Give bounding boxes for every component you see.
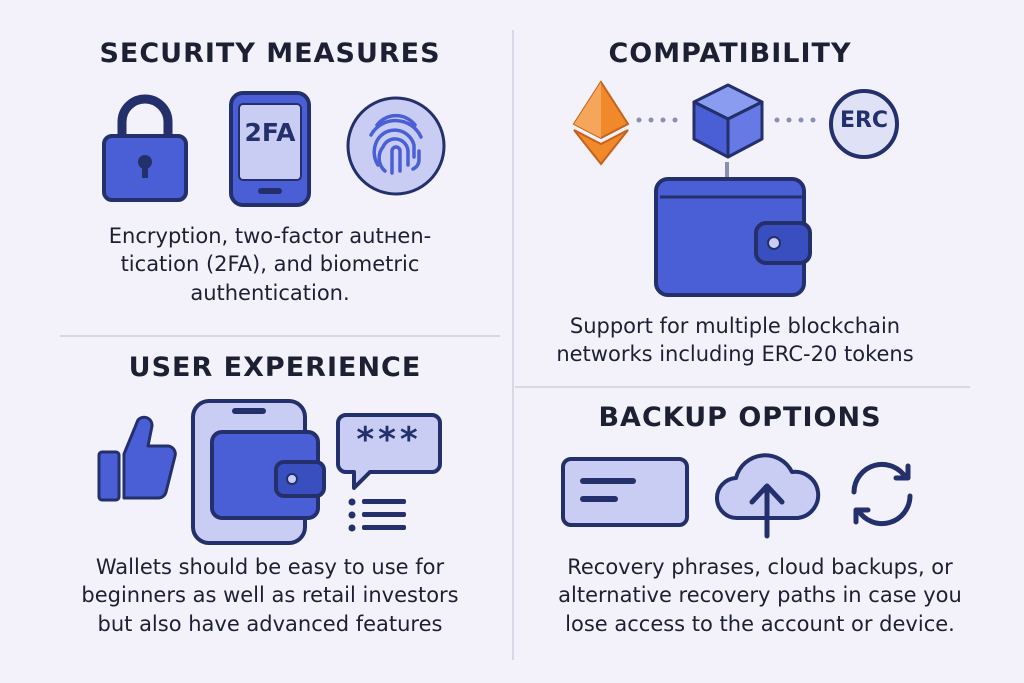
2fa-label: 2FA bbox=[244, 118, 296, 147]
cloud-upload-icon bbox=[714, 453, 821, 539]
fingerprint-icon bbox=[346, 96, 446, 196]
password-chat-label: *** bbox=[356, 420, 422, 460]
backup-options-heading: BACKUP OPTIONS bbox=[598, 402, 882, 433]
vertical-divider bbox=[512, 30, 514, 660]
phone-wallet-icon bbox=[191, 399, 326, 545]
sync-arrows-icon bbox=[851, 461, 913, 527]
security-desc-line-1: Encryption, two-factor autнеn- bbox=[108, 224, 432, 248]
list-icon bbox=[348, 498, 406, 532]
compatibility-desc-line-2: networks including ERC-20 tokens bbox=[556, 342, 914, 367]
compatibility-description: Support for multiple blockchain networks… bbox=[525, 312, 945, 369]
erc-label: ERC bbox=[839, 108, 889, 133]
backup-desc-line-3: lose access to the account or device. bbox=[565, 611, 955, 636]
connector-dots-1 bbox=[636, 117, 678, 123]
ethereum-icon bbox=[572, 80, 630, 166]
password-chat-icon bbox=[336, 413, 442, 490]
blockchain-cube-icon bbox=[692, 83, 764, 159]
user-experience-description: Wallets should be easy to use for beginn… bbox=[50, 553, 490, 638]
right-horizontal-divider bbox=[515, 386, 970, 388]
backup-desc-line-2: alternative recovery paths in case you bbox=[558, 583, 962, 608]
left-horizontal-divider bbox=[60, 335, 500, 337]
connector-dots-2 bbox=[774, 117, 816, 123]
ux-desc-line-2: beginners as well as retail investors bbox=[81, 583, 459, 608]
compatibility-desc-line-1: Support for multiple blockchain bbox=[569, 314, 901, 338]
ux-desc-line-3: but also have advanced features bbox=[97, 611, 443, 636]
security-desc-line-3: authentication. bbox=[190, 280, 350, 305]
wallet-connector bbox=[725, 162, 729, 178]
user-experience-heading: USER EXPERIENCE bbox=[128, 352, 422, 383]
padlock-icon bbox=[102, 94, 188, 202]
ux-desc-line-1: Wallets should be easy to use for bbox=[95, 555, 445, 579]
thumbs-up-icon bbox=[97, 415, 177, 502]
2fa-phone-icon bbox=[229, 91, 311, 207]
wallet-icon bbox=[654, 177, 812, 297]
security-description: Encryption, two-factor autнеn- tication … bbox=[55, 222, 485, 307]
backup-desc-line-1: Recovery phrases, cloud backups, or bbox=[567, 555, 953, 579]
backup-description: Recovery phrases, cloud backups, or alte… bbox=[525, 553, 995, 638]
erc-coin-icon bbox=[829, 89, 899, 159]
compatibility-heading: COMPATIBILITY bbox=[608, 38, 852, 69]
security-desc-line-2: tication (2FA), and biometric bbox=[120, 252, 420, 277]
recovery-card-icon bbox=[561, 457, 689, 527]
security-measures-heading: SECURITY MEASURES bbox=[99, 38, 441, 69]
